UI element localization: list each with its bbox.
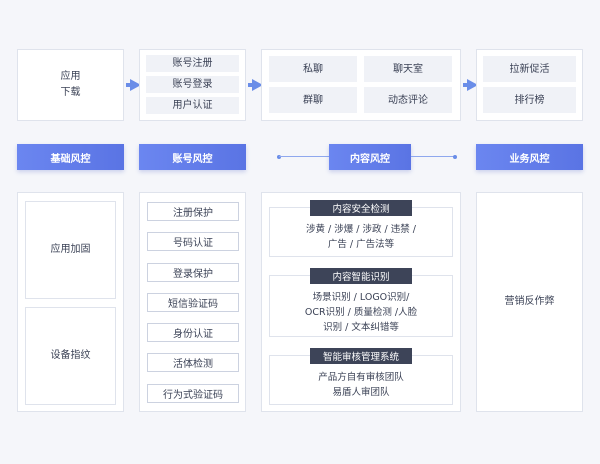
user-auth: 用户认证 xyxy=(146,97,239,114)
bar-content-risk: 内容风控 xyxy=(329,144,411,170)
review-system-tag: 智能审核管理系统 xyxy=(310,348,412,364)
content-security-tag: 内容安全检测 xyxy=(310,200,412,216)
content-security-line-2: 广告 / 广告法等 xyxy=(327,239,395,250)
app-hardening-box: 应用加固 xyxy=(25,201,116,299)
bar-business-risk: 业务风控 xyxy=(476,144,583,170)
private-chat: 私聊 xyxy=(269,56,357,82)
content-security-desc: 涉黄 / 涉爆 / 涉政 / 违禁 / 广告 / 广告法等 xyxy=(269,222,453,252)
identity-auth: 身份认证 xyxy=(147,323,239,342)
app-download-line-2: 下载 xyxy=(60,87,81,98)
growth-activity: 拉新促活 xyxy=(483,56,576,82)
sms-code: 短信验证码 xyxy=(147,293,239,312)
review-system-line-2: 易盾人审团队 xyxy=(332,387,390,398)
app-download-label: 应用 下载 xyxy=(18,50,123,120)
content-risk-card: 内容安全检测 涉黄 / 涉爆 / 涉政 / 违禁 / 广告 / 广告法等 内容智… xyxy=(261,192,461,412)
growth-card: 拉新促活 排行榜 xyxy=(476,49,583,121)
marketing-anti-fraud: 营销反作弊 xyxy=(504,296,555,307)
content-recognition-line-1: 场景识别 / LOGO识别/ xyxy=(312,292,410,303)
account-risk-card: 注册保护 号码认证 登录保护 短信验证码 身份认证 活体检测 行为式验证码 xyxy=(139,192,246,412)
review-system-desc: 产品方自有审核团队 易盾人审团队 xyxy=(269,370,453,400)
arrow-2-shaft xyxy=(248,83,254,87)
behavior-captcha: 行为式验证码 xyxy=(147,384,239,403)
connector-dot-right xyxy=(453,155,457,159)
content-recognition-desc: 场景识别 / LOGO识别/ OCR识别 / 质量检测 /人脸 识别 / 文本纠… xyxy=(269,290,453,335)
arrow-right-icon xyxy=(252,79,263,91)
connector-dot-left xyxy=(277,155,281,159)
account-card: 账号注册 账号登录 用户认证 xyxy=(139,49,246,121)
device-fingerprint-label: 设备指纹 xyxy=(50,350,91,361)
arrow-3-shaft xyxy=(463,83,469,87)
business-risk-card: 营销反作弊 xyxy=(476,192,583,412)
arrow-right-icon xyxy=(467,79,478,91)
register-protect: 注册保护 xyxy=(147,202,239,221)
app-download-line-1: 应用 xyxy=(60,71,81,82)
chat-card: 私聊 聊天室 群聊 动态评论 xyxy=(261,49,461,121)
content-recognition-line-2: OCR识别 / 质量检测 /人脸 xyxy=(304,307,418,318)
arrow-right-icon xyxy=(130,79,141,91)
review-system-line-1: 产品方自有审核团队 xyxy=(318,372,404,383)
bar-basic-risk: 基础风控 xyxy=(17,144,124,170)
bar-account-risk: 账号风控 xyxy=(139,144,246,170)
content-recognition-tag: 内容智能识别 xyxy=(310,268,412,284)
connector-line-right xyxy=(411,156,455,157)
leaderboard: 排行榜 xyxy=(483,87,576,113)
content-recognition-line-3: 识别 / 文本纠错等 xyxy=(323,322,399,333)
device-fingerprint-box: 设备指纹 xyxy=(25,307,116,405)
number-auth: 号码认证 xyxy=(147,232,239,251)
content-security-line-1: 涉黄 / 涉爆 / 涉政 / 违禁 / xyxy=(306,224,416,235)
feed-comment: 动态评论 xyxy=(364,87,452,113)
login-protect: 登录保护 xyxy=(147,263,239,282)
app-hardening-label: 应用加固 xyxy=(50,244,91,255)
app-download-card: 应用 下载 xyxy=(17,49,124,121)
connector-line-left xyxy=(279,156,329,157)
account-register: 账号注册 xyxy=(146,55,239,72)
account-login: 账号登录 xyxy=(146,76,239,93)
group-chat: 群聊 xyxy=(269,87,357,113)
arrow-1-shaft xyxy=(126,83,132,87)
basic-risk-card: 应用加固 设备指纹 xyxy=(17,192,124,412)
chat-room: 聊天室 xyxy=(364,56,452,82)
liveness-detect: 活体检测 xyxy=(147,353,239,372)
